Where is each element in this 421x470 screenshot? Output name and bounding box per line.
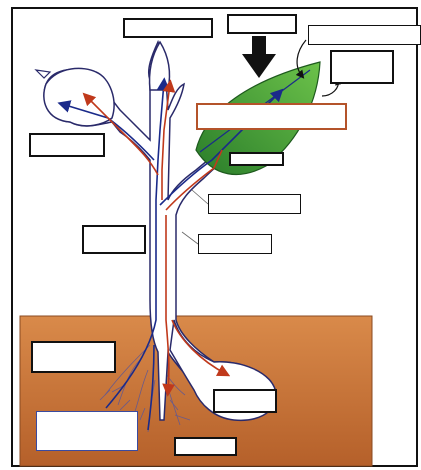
label-box-stem-right-1[interactable] bbox=[208, 194, 301, 214]
label-box-top-middle[interactable] bbox=[227, 14, 297, 34]
label-box-stem-left[interactable] bbox=[82, 225, 146, 254]
label-box-soil-left[interactable] bbox=[31, 341, 116, 373]
label-box-leaf[interactable] bbox=[196, 103, 347, 130]
label-box-right-upper[interactable] bbox=[330, 50, 394, 84]
label-box-stem-right-2[interactable] bbox=[198, 234, 272, 254]
label-box-root-left[interactable] bbox=[36, 411, 138, 451]
label-box-bottom-center[interactable] bbox=[174, 437, 237, 456]
label-box-flower[interactable] bbox=[29, 133, 105, 157]
label-box-leaf-small[interactable] bbox=[229, 152, 284, 166]
label-box-tuber[interactable] bbox=[213, 389, 277, 413]
label-box-top-right[interactable] bbox=[308, 25, 421, 45]
label-box-top-left[interactable] bbox=[123, 18, 213, 38]
